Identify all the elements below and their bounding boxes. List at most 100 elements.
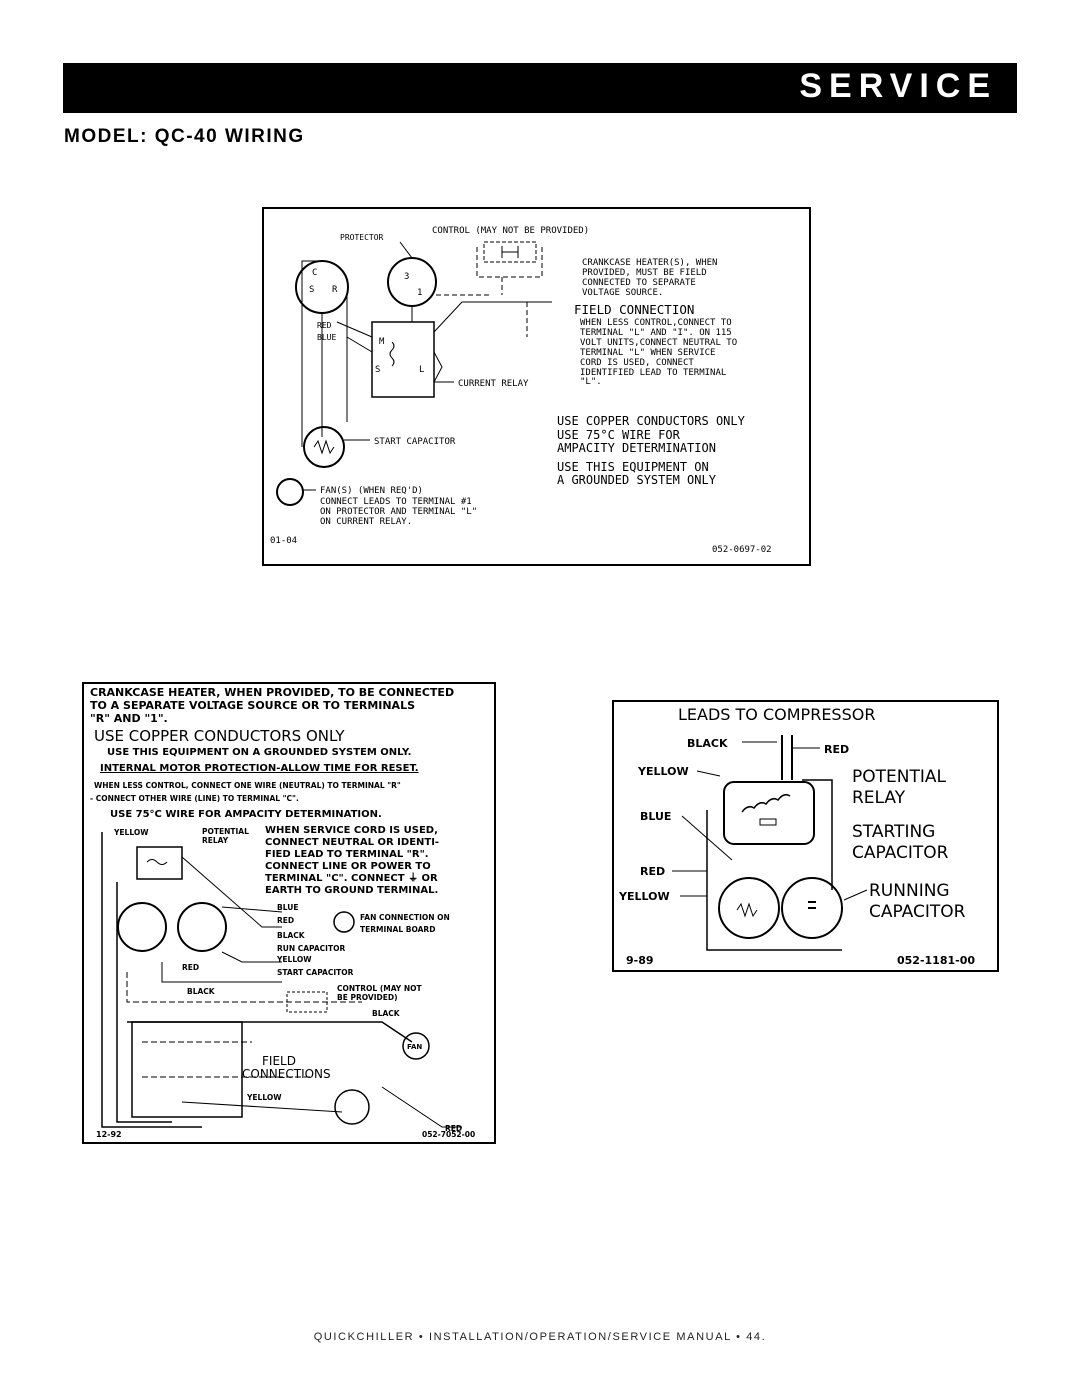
diagram1-when-7-label: "L". xyxy=(580,377,602,387)
diagram1-t-c-label: C xyxy=(312,268,317,278)
diagram3-title-label: LEADS TO COMPRESSOR xyxy=(678,705,875,724)
page-title: MODEL: QC-40 WIRING xyxy=(64,126,305,147)
diagram2-date-label: 12-92 xyxy=(96,1130,122,1139)
diagram3-running-2-label: CAPACITOR xyxy=(869,902,966,922)
diagram2-when-less-2-label: - CONNECT OTHER WIRE (LINE) TO TERMINAL … xyxy=(90,794,299,803)
diagram2-fan-conn-2-label: TERMINAL BOARD xyxy=(360,925,435,934)
diagram1-part-no-label: 052-0697-02 xyxy=(712,545,772,555)
diagram2-blue-label: BLUE xyxy=(277,903,298,912)
diagram1-protector-label: PROTECTOR xyxy=(340,233,384,242)
diagram2-start-capacitor-label: START CAPACITOR xyxy=(277,968,354,977)
diagram1-current-relay-label: CURRENT RELAY xyxy=(458,379,529,389)
diagram1-field-connection-label: FIELD CONNECTION xyxy=(574,302,694,317)
diagram2-part-no-label: 052-7052-00 xyxy=(422,1130,475,1139)
wiring-diagram-3-svg: LEADS TO COMPRESSOR BLACK RED YELLOW POT… xyxy=(612,700,999,972)
wiring-diagram-2-svg: CRANKCASE HEATER, WHEN PROVIDED, TO BE C… xyxy=(82,682,496,1144)
diagram1-use-copper-label: USE COPPER CONDUCTORS ONLY xyxy=(557,414,746,428)
diagram3-date-label: 9-89 xyxy=(626,954,654,967)
diagram3-red-label: RED xyxy=(824,743,849,756)
diagram3-black-label: BLACK xyxy=(687,737,728,750)
diagram2-black-label: BLACK xyxy=(277,931,306,940)
diagram1-crankcase-2-label: PROVIDED, MUST BE FIELD xyxy=(582,268,707,278)
diagram3-potential-2-label: RELAY xyxy=(852,788,906,808)
diagram2-line-3-label: "R" AND "1". xyxy=(90,712,168,725)
diagram2-fan-label: FAN xyxy=(407,1043,422,1051)
section-banner: SERVICE xyxy=(63,63,1017,113)
diagram2-yellow2-label: YELLOW xyxy=(276,955,312,964)
diagram1-blue-label: BLUE xyxy=(317,333,336,342)
diagram1-use-75-1-label: USE 75°C WIRE FOR xyxy=(557,428,681,442)
diagram2-service-1-label: WHEN SERVICE CORD IS USED, xyxy=(265,825,438,836)
diagram2-red3-label: RED xyxy=(445,1124,462,1133)
diagram1-fan-1-label: FAN(S) (WHEN REQ'D) xyxy=(320,486,423,496)
diagram1-when-6-label: IDENTIFIED LEAD TO TERMINAL xyxy=(580,368,726,378)
diagram1-t-l-label: L xyxy=(419,365,424,375)
diagram3-blue-label: BLUE xyxy=(640,810,671,823)
diagram2-control-1-label: CONTROL (MAY NOT xyxy=(337,984,422,993)
diagram3-starting-2-label: CAPACITOR xyxy=(852,843,949,863)
diagram1-t-m-label: M xyxy=(379,337,385,347)
diagram2-service-3-label: FIED LEAD TO TERMINAL "R". xyxy=(265,849,429,860)
diagram1-start-capacitor-label: START CAPACITOR xyxy=(374,437,456,447)
diagram3-yellow2-label: YELLOW xyxy=(618,890,670,903)
diagram1-t-3-label: 3 xyxy=(404,272,409,282)
diagram2-black3-label: BLACK xyxy=(372,1009,401,1018)
wiring-diagram-1: C S R 3 1 PROTECTOR M S L CONTROL (MAY N… xyxy=(262,207,812,567)
diagram1-crankcase-3-label: CONNECTED TO SEPARATE xyxy=(582,278,696,288)
diagram1-control-label: CONTROL (MAY NOT BE PROVIDED) xyxy=(432,226,589,236)
diagram2-line-2-label: TO A SEPARATE VOLTAGE SOURCE OR TO TERMI… xyxy=(90,699,415,712)
diagram3-running-1-label: RUNNING xyxy=(869,881,950,901)
diagram2-yellow3-label: YELLOW xyxy=(246,1093,282,1102)
page-footer: QUICKCHILLER • INSTALLATION/OPERATION/SE… xyxy=(313,1331,767,1343)
diagram2-potential-relay-1-label: POTENTIAL xyxy=(202,827,249,836)
diagram1-when-1-label: WHEN LESS CONTROL,CONNECT TO xyxy=(580,318,732,328)
diagram1-t-s-label: S xyxy=(309,285,314,295)
diagram2-black2-label: BLACK xyxy=(187,987,216,996)
diagram2-when-less-1-label: WHEN LESS CONTROL, CONNECT ONE WIRE (NEU… xyxy=(94,781,401,790)
diagram1-red-label: RED xyxy=(317,321,332,330)
diagram1-crankcase-4-label: VOLTAGE SOURCE. xyxy=(582,288,663,298)
diagram1-use-equip-1-label: USE THIS EQUIPMENT ON xyxy=(557,460,709,474)
section-title: SERVICE xyxy=(799,67,997,105)
diagram2-use-75-label: USE 75°C WIRE FOR AMPACITY DETERMINATION… xyxy=(110,809,382,820)
diagram2-red2-label: RED xyxy=(182,963,199,972)
wiring-diagram-3: LEADS TO COMPRESSOR BLACK RED YELLOW POT… xyxy=(612,700,999,972)
diagram2-line-1-label: CRANKCASE HEATER, WHEN PROVIDED, TO BE C… xyxy=(90,686,454,699)
diagram2-yellow-label: YELLOW xyxy=(113,828,149,837)
diagram1-fan-3-label: ON PROTECTOR AND TERMINAL "L" xyxy=(320,507,477,517)
diagram1-crankcase-1-label: CRANKCASE HEATER(S), WHEN xyxy=(582,258,717,268)
diagram1-use-equip-2-label: A GROUNDED SYSTEM ONLY xyxy=(557,473,717,487)
diagram1-when-3-label: VOLT UNITS,CONNECT NEUTRAL TO xyxy=(580,338,737,348)
diagram2-run-capacitor-label: RUN CAPACITOR xyxy=(277,944,345,953)
diagram2-service-5-label: TERMINAL "C". CONNECT ⏚ OR xyxy=(265,872,438,884)
diagram2-internal-label: INTERNAL MOTOR PROTECTION-ALLOW TIME FOR… xyxy=(100,763,419,774)
diagram2-red-label: RED xyxy=(277,916,294,925)
diagram1-t-1-label: 1 xyxy=(417,288,422,298)
diagram2-service-4-label: CONNECT LINE OR POWER TO xyxy=(265,861,431,872)
diagram1-when-4-label: TERMINAL "L" WHEN SERVICE xyxy=(580,348,715,358)
diagram2-service-6-label: EARTH TO GROUND TERMINAL. xyxy=(265,885,438,896)
diagram3-red2-label: RED xyxy=(640,865,665,878)
diagram2-field-1-label: FIELD xyxy=(262,1054,296,1068)
wiring-diagram-1-svg: C S R 3 1 PROTECTOR M S L CONTROL (MAY N… xyxy=(262,207,811,566)
diagram1-fan-4-label: ON CURRENT RELAY. xyxy=(320,517,412,527)
diagram3-starting-1-label: STARTING xyxy=(852,822,935,842)
diagram3-yellow-label: YELLOW xyxy=(637,765,689,778)
diagram1-when-2-label: TERMINAL "L" AND "I". ON 115 xyxy=(580,328,732,338)
diagram1-use-75-2-label: AMPACITY DETERMINATION xyxy=(557,441,716,455)
diagram1-date-label: 01-04 xyxy=(270,536,297,546)
diagram2-potential-relay-2-label: RELAY xyxy=(202,836,229,845)
wiring-diagram-2: CRANKCASE HEATER, WHEN PROVIDED, TO BE C… xyxy=(82,682,500,1147)
diagram1-t-ss-label: S xyxy=(375,365,380,375)
diagram2-service-2-label: CONNECT NEUTRAL OR IDENTI- xyxy=(265,837,439,848)
diagram2-fan-conn-1-label: FAN CONNECTION ON xyxy=(360,913,450,922)
diagram2-use-copper-label: USE COPPER CONDUCTORS ONLY xyxy=(94,727,345,745)
diagram3-part-no-label: 052-1181-00 xyxy=(897,954,975,967)
diagram2-use-equip-label: USE THIS EQUIPMENT ON A GROUNDED SYSTEM … xyxy=(107,747,411,758)
diagram1-t-r-label: R xyxy=(332,285,338,295)
diagram1-when-5-label: CORD IS USED, CONNECT xyxy=(580,358,694,368)
diagram2-control-2-label: BE PROVIDED) xyxy=(337,993,398,1002)
diagram2-field-2-label: CONNECTIONS xyxy=(242,1067,331,1081)
diagram3-potential-1-label: POTENTIAL xyxy=(852,767,947,787)
diagram1-fan-2-label: CONNECT LEADS TO TERMINAL #1 xyxy=(320,497,472,507)
